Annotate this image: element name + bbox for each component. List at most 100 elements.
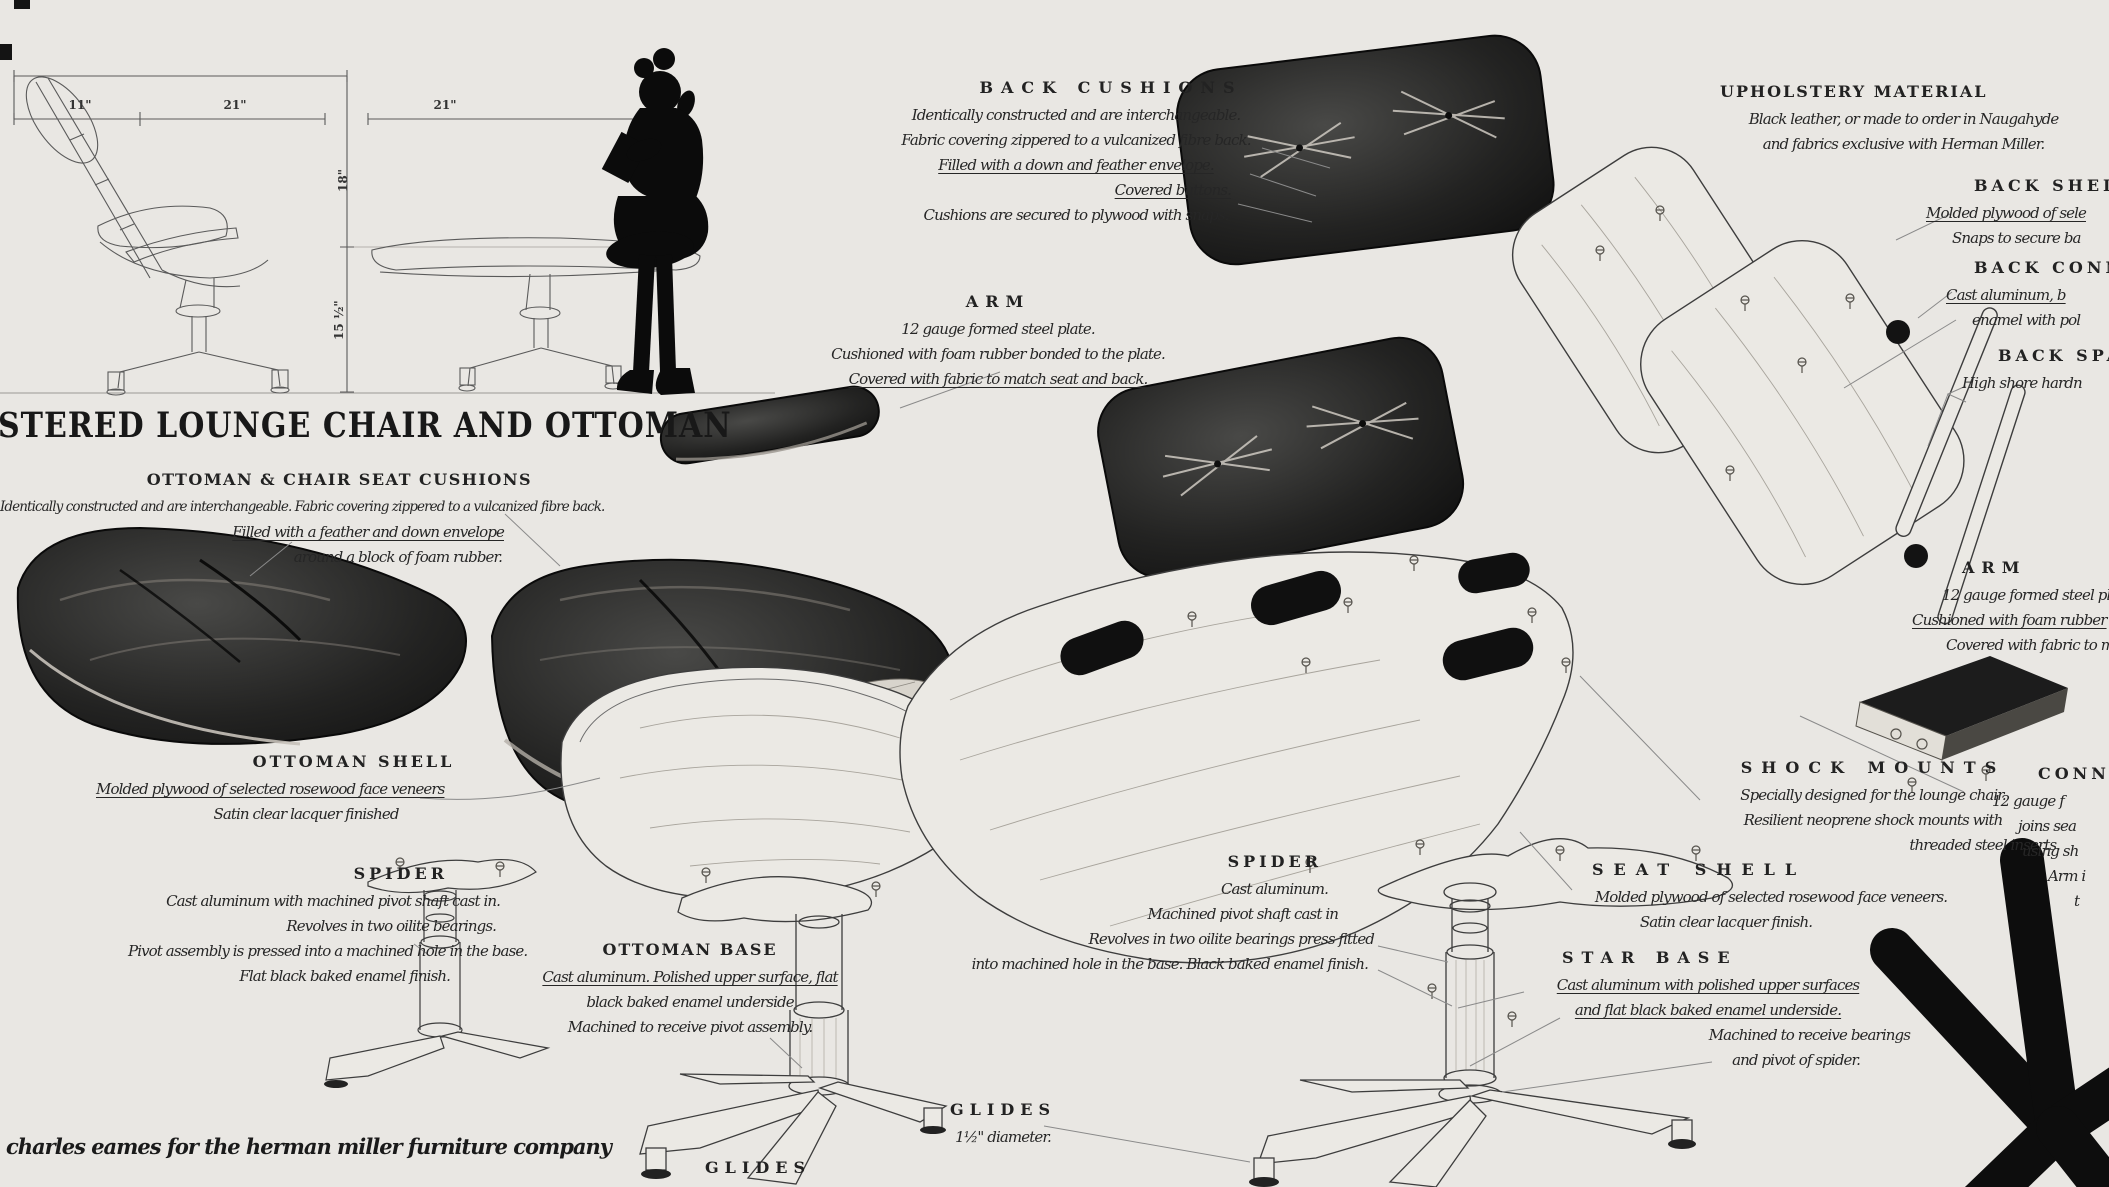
annotation-line: Covered buttons. xyxy=(1114,181,1232,199)
lumbar-cushion-drawing xyxy=(1097,336,1465,579)
annotation-line: Cast aluminum, b xyxy=(1946,286,2067,304)
connections-heading: CONN xyxy=(2038,764,2109,783)
annotation-line: Molded plywood of selected rosewood face… xyxy=(96,780,445,798)
shock-mount-dot xyxy=(1886,320,1910,344)
star-base-heading: STAR BASE xyxy=(1562,948,1738,967)
annotation-line: into machined hole in the base. Black ba… xyxy=(971,955,1369,973)
annotation-line: Machined to receive bearings xyxy=(1708,1026,1911,1044)
annotation-line: black baked enamel underside xyxy=(586,993,794,1011)
annotation-line: Cast aluminum with polished upper surfac… xyxy=(1556,976,1860,994)
annotation-line: t xyxy=(2074,892,2080,910)
block-back-shell: BACK SHELL Molded plywood of sele Snaps … xyxy=(1922,176,2109,251)
shock-mount-dot xyxy=(1904,544,1928,568)
annotation-line: High shore hardn xyxy=(1962,374,2083,392)
photo-mark xyxy=(0,44,12,60)
annotation-line: Cushions are secured to plywood with sna… xyxy=(923,206,1230,224)
annotation-line: Cast aluminum. xyxy=(1220,880,1329,898)
block-arm-right: ARM 12 gauge formed steel pla Cushioned … xyxy=(1898,558,2109,658)
seat-shell-heading: SEAT SHELL xyxy=(1592,860,1807,879)
annotation-line: Cast aluminum with machined pivot shaft … xyxy=(166,892,501,910)
annotation-line: 12 gauge formed steel plate. xyxy=(901,320,1095,338)
annotation-line: Filled with a feather and down envelope xyxy=(232,523,505,541)
annotation-line: Cushioned with foam rubber xyxy=(1912,611,2107,629)
back-shell-heading: BACK SHELL xyxy=(1974,176,2109,195)
annotation-line: and fabrics exclusive with Herman Miller… xyxy=(1762,135,2045,153)
arm-pad-left-drawing xyxy=(659,385,880,465)
annotation-line: Fabric covering zippered to a vulcanized… xyxy=(901,131,1251,149)
annotation-line: Molded plywood of sele xyxy=(1926,204,2087,222)
back-cushions-heading: BACK CUSHIONS xyxy=(979,78,1243,97)
block-seat-shell: SEAT SHELL Molded plywood of selected ro… xyxy=(1556,860,1986,935)
dim-chair-back-depth: 11" xyxy=(68,98,92,112)
annotation-line: and pivot of spider. xyxy=(1732,1051,1861,1069)
glide-pad xyxy=(920,1126,946,1134)
block-back-connectors: BACK CONN Cast aluminum, b enamel with p… xyxy=(1946,258,2109,333)
annotation-line: Cushioned with foam rubber bonded to the… xyxy=(831,345,1166,363)
annotation-line: 12 gauge formed steel pla xyxy=(1942,586,2109,604)
annotation-line: Arm i xyxy=(2048,867,2086,885)
block-connections: CONN 12 gauge f joins sea using sh Arm i… xyxy=(1972,764,2109,914)
annotation-line: Satin clear lacquer finished xyxy=(213,805,399,823)
annotation-line: Machined to receive pivot assembly. xyxy=(567,1018,813,1036)
headrest-cushion-drawing xyxy=(1175,34,1555,266)
annotation-line: Identically constructed and are intercha… xyxy=(911,106,1241,124)
page-title: STERED LOUNGE CHAIR AND OTTOMAN xyxy=(0,406,732,447)
arm-heading: ARM xyxy=(965,292,1031,311)
dim-ottoman-width: 21" xyxy=(433,98,457,112)
back-connectors-heading: BACK CONN xyxy=(1974,258,2109,277)
block-ottoman-base: OTTOMAN BASE Cast aluminum. Polished upp… xyxy=(520,940,860,1040)
dim-back-height: 18" xyxy=(336,169,350,192)
annotation-line: Snaps to secure ba xyxy=(1952,229,2081,247)
block-glides-ottoman: GLIDES xyxy=(688,1158,828,1183)
seat-shell-drawing xyxy=(899,551,1574,964)
glide-pad xyxy=(1668,1139,1696,1149)
annotation-line: Flat black baked enamel finish. xyxy=(239,967,451,985)
ottoman-spider-drawing xyxy=(324,857,551,1088)
dim-chair-seat-depth: 21" xyxy=(223,98,247,112)
back-shell-drawing xyxy=(1511,146,2026,625)
designer-credit: charles eames for the herman miller furn… xyxy=(6,1134,612,1159)
block-back-spacers: BACK SPAC High shore hardn xyxy=(1952,346,2109,396)
glides-heading: GLIDES xyxy=(704,1158,812,1177)
annotation-line: Revolves in two oilite bearings press fi… xyxy=(1088,930,1375,948)
spider-heading: SPIDER xyxy=(1227,852,1322,871)
annotation-line: Machined pivot shaft cast in xyxy=(1147,905,1338,923)
annotation-line: Specially designed for the lounge chair. xyxy=(1740,786,2006,804)
ottoman-shell-heading: OTTOMAN SHELL xyxy=(252,752,455,771)
annotation-line: Black leather, or made to order in Nauga… xyxy=(1748,110,2060,128)
annotation-line: Revolves in two oilite bearings. xyxy=(286,917,497,935)
annotation-line: Filled with a down and feather envelope. xyxy=(938,156,1214,174)
dimension-drawing xyxy=(0,70,775,396)
seated-woman-silhouette xyxy=(601,48,709,395)
chair-base-drawing xyxy=(1249,838,1733,1187)
annotation-line: Covered with fabric to ma xyxy=(1946,636,2109,654)
annotation-line: Covered with fabric to match seat and ba… xyxy=(848,370,1149,388)
glide-pad xyxy=(324,1080,348,1088)
ottoman-base-heading: OTTOMAN BASE xyxy=(602,940,778,959)
annotation-line: Satin clear lacquer finish. xyxy=(1639,913,1813,931)
seat-cushions-heading: OTTOMAN & CHAIR SEAT CUSHIONS xyxy=(146,470,532,489)
glide-pad xyxy=(1249,1177,1279,1187)
arm-heading: ARM xyxy=(1962,558,2027,577)
annotation-line: joins sea xyxy=(2018,817,2077,835)
block-back-cushions: BACK CUSHIONS Identically constructed an… xyxy=(866,78,1286,228)
ottoman-cushion-drawing xyxy=(16,526,467,746)
annotation-line: using sh xyxy=(2022,842,2079,860)
block-spider-chair: SPIDER Cast aluminum. Machined pivot sha… xyxy=(932,852,1378,977)
block-spider-ottoman: SPIDER Cast aluminum with machined pivot… xyxy=(128,864,528,989)
glide-pad xyxy=(641,1169,671,1179)
annotation-line: threaded steel inserts. xyxy=(1909,836,2060,854)
block-seat-cushions: OTTOMAN & CHAIR SEAT CUSHIONS Identicall… xyxy=(0,470,605,570)
block-shock-mounts: SHOCK MOUNTS Specially designed for the … xyxy=(1658,758,2088,858)
annotation-line: and flat black baked enamel underside. xyxy=(1574,1001,1842,1019)
upholstery-heading: UPHOLSTERY MATERIAL xyxy=(1720,82,1988,101)
annotation-line: Identically constructed and are intercha… xyxy=(0,499,605,515)
leader-lines xyxy=(249,147,1967,1163)
annotation-line: 1½" diameter. xyxy=(955,1128,1052,1146)
annotation-line: 12 gauge f xyxy=(1992,792,2065,810)
dim-seat-height: 15 ½" xyxy=(332,300,346,340)
block-upholstery-material: UPHOLSTERY MATERIAL Black leather, or ma… xyxy=(1698,82,2109,157)
ottoman-base-drawing xyxy=(639,867,948,1185)
